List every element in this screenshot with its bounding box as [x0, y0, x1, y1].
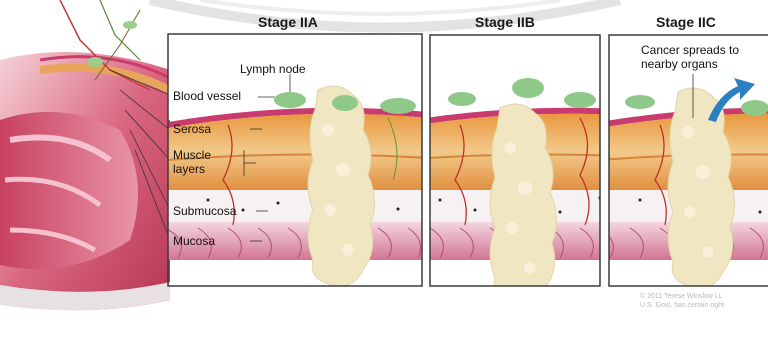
blood-vessel-label: Blood vessel [173, 89, 241, 103]
copyright-credit: © 2011 Terese Winslow LL U.S. Govt. has … [640, 292, 724, 310]
credit-line2: U.S. Govt. has certain right [640, 301, 724, 310]
muscle-layers-label-line1: Muscle [173, 148, 211, 162]
submucosa-label: Submucosa [173, 204, 236, 218]
lymph-node-label: Lymph node [240, 62, 306, 76]
muscle-layers-label-line2: layers [173, 162, 211, 176]
stage-iic-title: Stage IIC [656, 14, 716, 30]
spread-label: Cancer spreads to nearby organs [641, 43, 739, 71]
stage-iia-title: Stage IIA [258, 14, 318, 30]
spread-label-line2: nearby organs [641, 57, 739, 71]
mucosa-label: Mucosa [173, 234, 215, 248]
stage-iib-title: Stage IIB [475, 14, 535, 30]
muscle-layers-label: Muscle layers [173, 148, 211, 176]
credit-line1: © 2011 Terese Winslow LL [640, 292, 724, 301]
spread-label-line1: Cancer spreads to [641, 43, 739, 57]
serosa-label: Serosa [173, 122, 211, 136]
